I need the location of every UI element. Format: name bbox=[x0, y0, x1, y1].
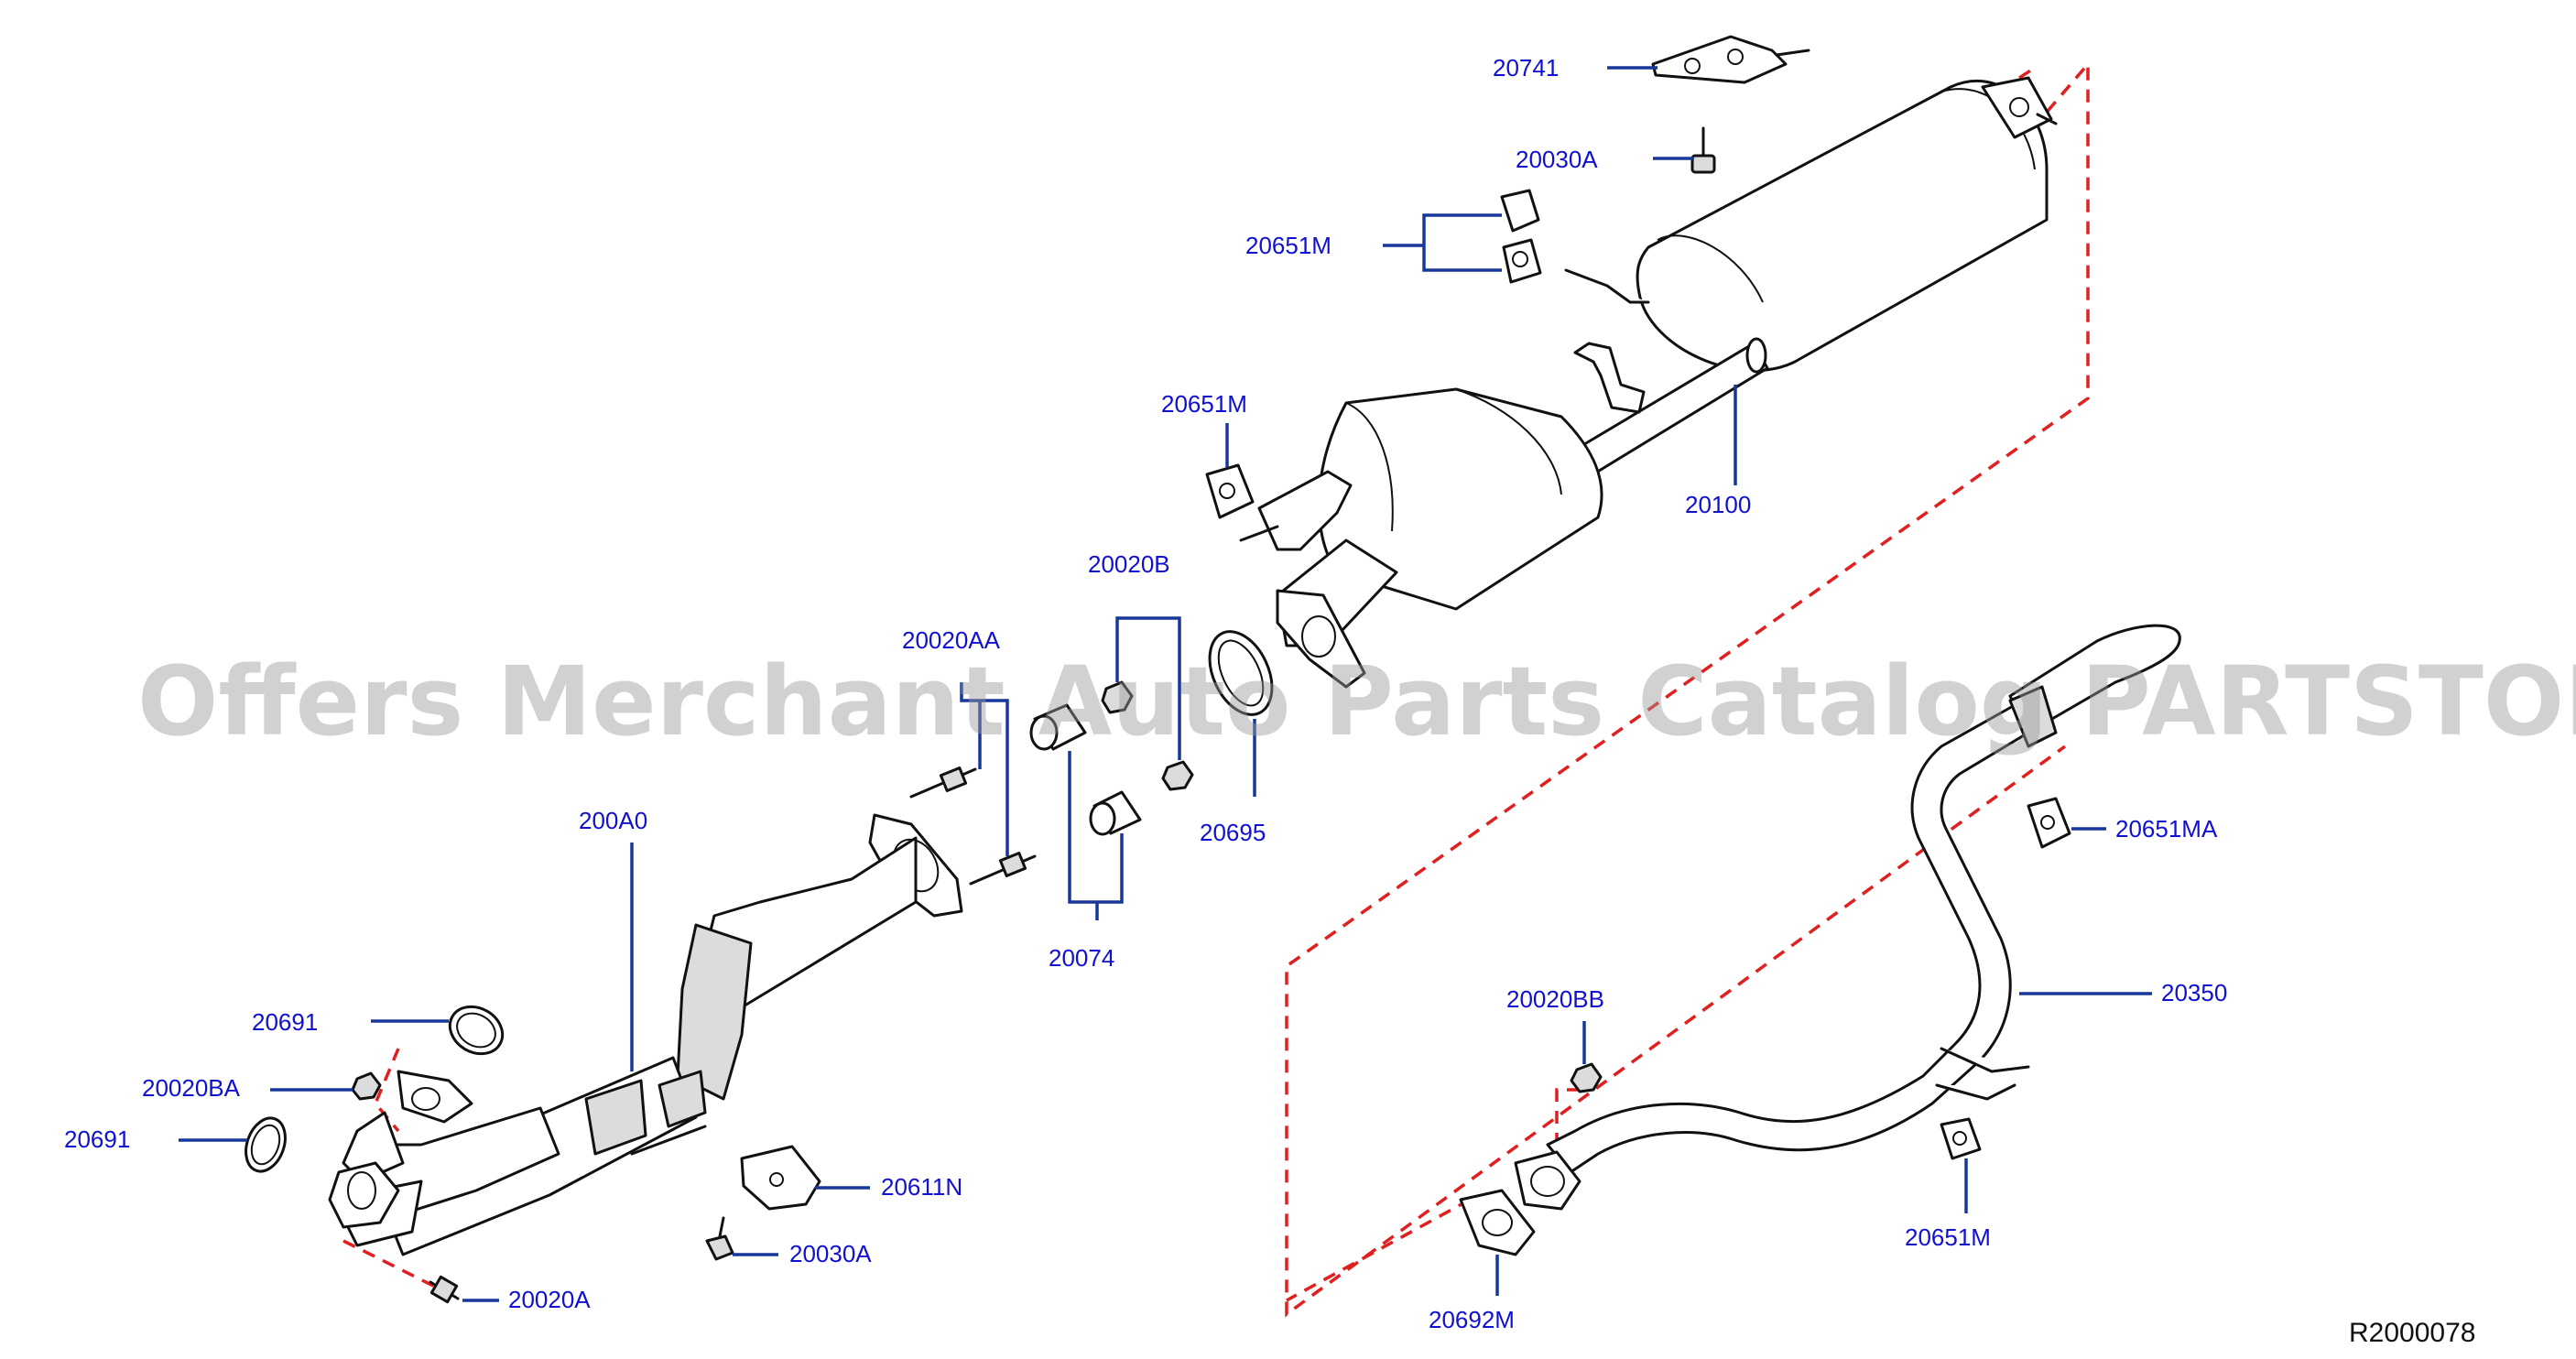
bolt-20030A-bottom bbox=[705, 1216, 734, 1261]
label-20100[interactable]: 20100 bbox=[1685, 491, 1751, 518]
label-20030A-top[interactable]: 20030A bbox=[1516, 146, 1598, 173]
nut-20020BA bbox=[351, 1071, 382, 1101]
insulator-20611N bbox=[740, 1145, 821, 1211]
label-20651M-mid[interactable]: 20651M bbox=[1161, 390, 1247, 418]
bracket-20741 bbox=[1651, 35, 1810, 84]
sleeve-20074-upper bbox=[1029, 703, 1087, 751]
nut-20020B-upper bbox=[1101, 680, 1134, 714]
stud-20020AA-lower bbox=[969, 852, 1037, 886]
gasket-20691-left bbox=[245, 1116, 287, 1173]
label-20695[interactable]: 20695 bbox=[1200, 819, 1266, 846]
stud-20020AA-upper bbox=[909, 766, 977, 799]
label-20692M[interactable]: 20692M bbox=[1429, 1306, 1515, 1333]
rubber-mount-20651M-mid bbox=[1205, 463, 1255, 519]
label-20651M-bottom[interactable]: 20651M bbox=[1905, 1223, 1991, 1251]
label-20020AA[interactable]: 20020AA bbox=[902, 626, 1001, 654]
front-tube-200A0 bbox=[328, 813, 963, 1256]
bolt-20020A bbox=[429, 1275, 460, 1304]
leader-lines bbox=[179, 66, 2152, 1302]
gasket-20695 bbox=[1208, 630, 1274, 716]
label-20020B[interactable]: 20020B bbox=[1088, 550, 1170, 578]
nut-20020BB bbox=[1570, 1062, 1603, 1093]
label-20651MA[interactable]: 20651MA bbox=[2115, 815, 2218, 843]
label-20350[interactable]: 20350 bbox=[2161, 979, 2227, 1006]
rubber-mount-20651M-top bbox=[1500, 189, 1542, 284]
part-labels: 20741 20030A 20651M 20651M 20100 20020B … bbox=[64, 54, 2227, 1333]
label-20020BA[interactable]: 20020BA bbox=[142, 1074, 241, 1102]
label-20691-left[interactable]: 20691 bbox=[64, 1125, 130, 1153]
label-20074[interactable]: 20074 bbox=[1049, 944, 1114, 972]
nut-20020B-lower bbox=[1161, 760, 1194, 791]
label-20030A-bottom[interactable]: 20030A bbox=[789, 1240, 872, 1267]
rubber-mount-20651MA bbox=[2027, 797, 2071, 849]
label-20741[interactable]: 20741 bbox=[1493, 54, 1559, 82]
label-200A0[interactable]: 200A0 bbox=[579, 807, 647, 834]
watermark-text: Offers Merchant Auto Parts Catalog PARTS… bbox=[137, 646, 2576, 757]
reference-code: R2000078 bbox=[2349, 1318, 2475, 1348]
gasket-20691-top bbox=[448, 1005, 505, 1056]
rubber-mount-20651M-bottom bbox=[1940, 1117, 1982, 1160]
label-20691-top[interactable]: 20691 bbox=[252, 1008, 318, 1036]
sleeve-20074-lower bbox=[1089, 790, 1142, 836]
label-20651M-top[interactable]: 20651M bbox=[1245, 232, 1331, 259]
rear-muffler-assembly bbox=[1239, 76, 2058, 689]
tail-tube-20350 bbox=[1514, 624, 2181, 1211]
bolt-20030A-top bbox=[1690, 126, 1716, 174]
gasket-20692M bbox=[1459, 1189, 1536, 1256]
label-20611N[interactable]: 20611N bbox=[881, 1173, 962, 1201]
label-20020A[interactable]: 20020A bbox=[508, 1286, 591, 1313]
label-20020BB[interactable]: 20020BB bbox=[1506, 985, 1604, 1013]
